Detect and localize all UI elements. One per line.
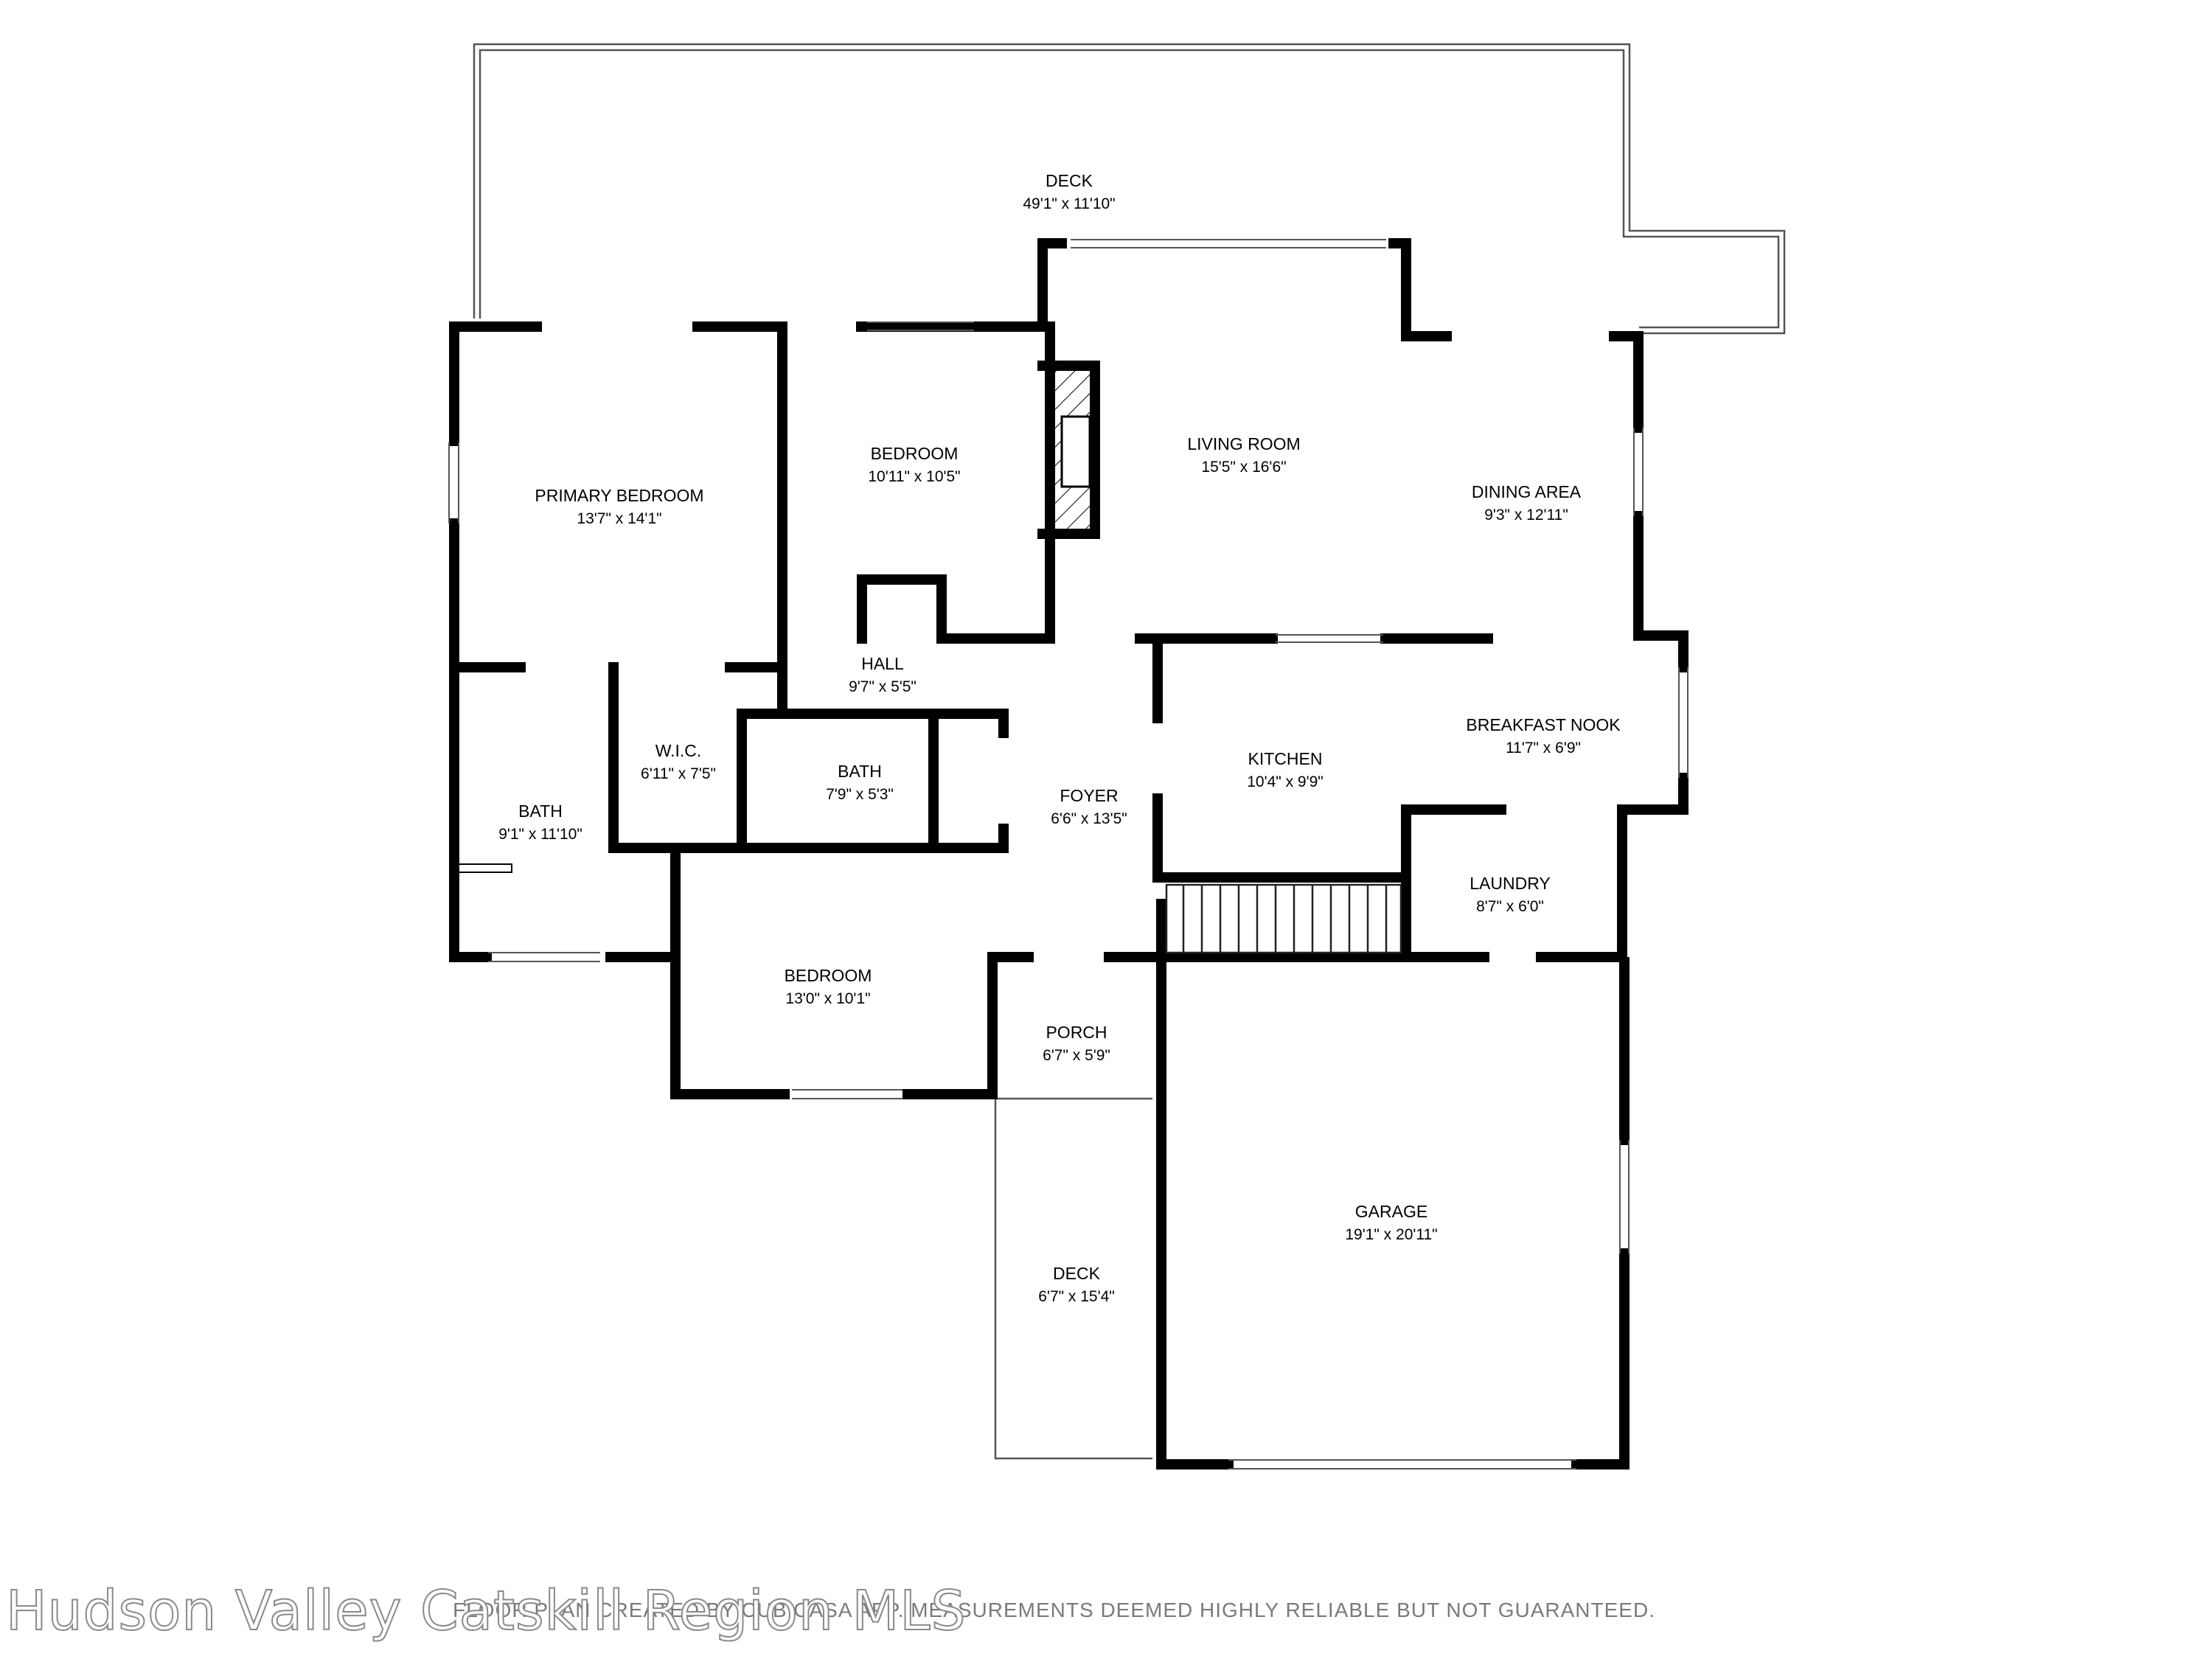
room-label-foyer: FOYER 6'6" x 13'5" xyxy=(1051,786,1127,827)
room-label-kitchen: KITCHEN 10'4" x 9'9" xyxy=(1247,749,1324,790)
room-dimensions: 9'1" x 11'10" xyxy=(498,826,582,843)
room-dimensions: 13'7" x 14'1" xyxy=(577,510,661,527)
room-dimensions: 9'3" x 12'11" xyxy=(1484,507,1568,524)
room-dimensions: 11'7" x 6'9" xyxy=(1506,740,1581,757)
room-name: BEDROOM xyxy=(785,966,872,985)
room-label-dining-area: DINING AREA 9'3" x 12'11" xyxy=(1472,482,1582,524)
room-name: W.I.C. xyxy=(655,741,702,760)
room-name: DECK xyxy=(1053,1264,1101,1283)
room-label-wic: W.I.C. 6'11" x 7'5" xyxy=(641,741,716,782)
room-name: BATH xyxy=(838,762,882,781)
room-dimensions: 10'4" x 9'9" xyxy=(1247,773,1324,790)
room-name: BATH xyxy=(518,801,563,821)
room-label-living-room: LIVING ROOM 15'5" x 16'6" xyxy=(1187,434,1300,476)
room-name: LIVING ROOM xyxy=(1187,434,1300,453)
room-dimensions: 6'7" x 15'4" xyxy=(1038,1288,1115,1305)
room-name: BEDROOM xyxy=(871,444,959,463)
room-name: GARAGE xyxy=(1355,1202,1427,1221)
stairs xyxy=(1165,883,1402,954)
room-name: BREAKFAST NOOK xyxy=(1466,715,1621,734)
room-dimensions: 15'5" x 16'6" xyxy=(1201,459,1286,476)
room-name: PORCH xyxy=(1046,1023,1107,1042)
room-label-laundry: LAUNDRY 8'7" x 6'0" xyxy=(1470,874,1551,915)
walls xyxy=(449,238,1688,1470)
room-label-bedroom-lower: BEDROOM 13'0" x 10'1" xyxy=(785,966,872,1007)
room-label-bedroom: BEDROOM 10'11" x 10'5" xyxy=(868,444,960,485)
room-label-deck: DECK 49'1" x 11'10" xyxy=(1023,171,1115,212)
room-dimensions: 10'11" x 10'5" xyxy=(868,468,960,485)
windows xyxy=(448,239,1688,1470)
room-name: KITCHEN xyxy=(1248,749,1323,768)
room-label-hall: HALL 9'7" x 5'5" xyxy=(849,654,917,695)
towel-bar xyxy=(458,863,512,873)
room-label-breakfast-nook: BREAKFAST NOOK 11'7" x 6'9" xyxy=(1466,715,1621,757)
room-dimensions: 6'6" x 13'5" xyxy=(1051,810,1127,827)
room-label-primary-bedroom: PRIMARY BEDROOM 13'7" x 14'1" xyxy=(535,486,703,527)
room-dimensions: 6'11" x 7'5" xyxy=(641,765,716,782)
room-name: DINING AREA xyxy=(1472,482,1582,501)
room-dimensions: 19'1" x 20'11" xyxy=(1345,1226,1437,1243)
room-name: PRIMARY BEDROOM xyxy=(535,486,703,505)
mls-watermark: Hudson Valley Catskill Region MLS xyxy=(6,1579,967,1643)
room-dimensions: 8'7" x 6'0" xyxy=(1476,898,1544,915)
porch-deck-outline xyxy=(994,960,1152,1460)
disclaimer-text: FLOOR PLAN CREATED BY CUBICASA APP. MEAS… xyxy=(453,1599,1655,1621)
room-label-lower-deck: DECK 6'7" x 15'4" xyxy=(1038,1264,1115,1305)
room-name: LAUNDRY xyxy=(1470,874,1551,893)
room-name: DECK xyxy=(1046,171,1093,190)
fireplace xyxy=(1050,365,1095,535)
room-dimensions: 49'1" x 11'10" xyxy=(1023,195,1115,212)
room-label-porch: PORCH 6'7" x 5'9" xyxy=(1043,1023,1110,1064)
room-dimensions: 6'7" x 5'9" xyxy=(1043,1047,1110,1064)
room-dimensions: 9'7" x 5'5" xyxy=(849,678,917,695)
room-label-garage: GARAGE 19'1" x 20'11" xyxy=(1345,1202,1437,1243)
upper-deck-outline xyxy=(473,43,1786,335)
room-name: HALL xyxy=(861,654,904,673)
room-dimensions: 7'9" x 5'3" xyxy=(826,786,894,803)
room-label-primary-bath: BATH 9'1" x 11'10" xyxy=(498,801,582,843)
room-dimensions: 13'0" x 10'1" xyxy=(785,990,870,1007)
room-name: FOYER xyxy=(1060,786,1118,805)
room-label-bath: BATH 7'9" x 5'3" xyxy=(826,762,894,803)
